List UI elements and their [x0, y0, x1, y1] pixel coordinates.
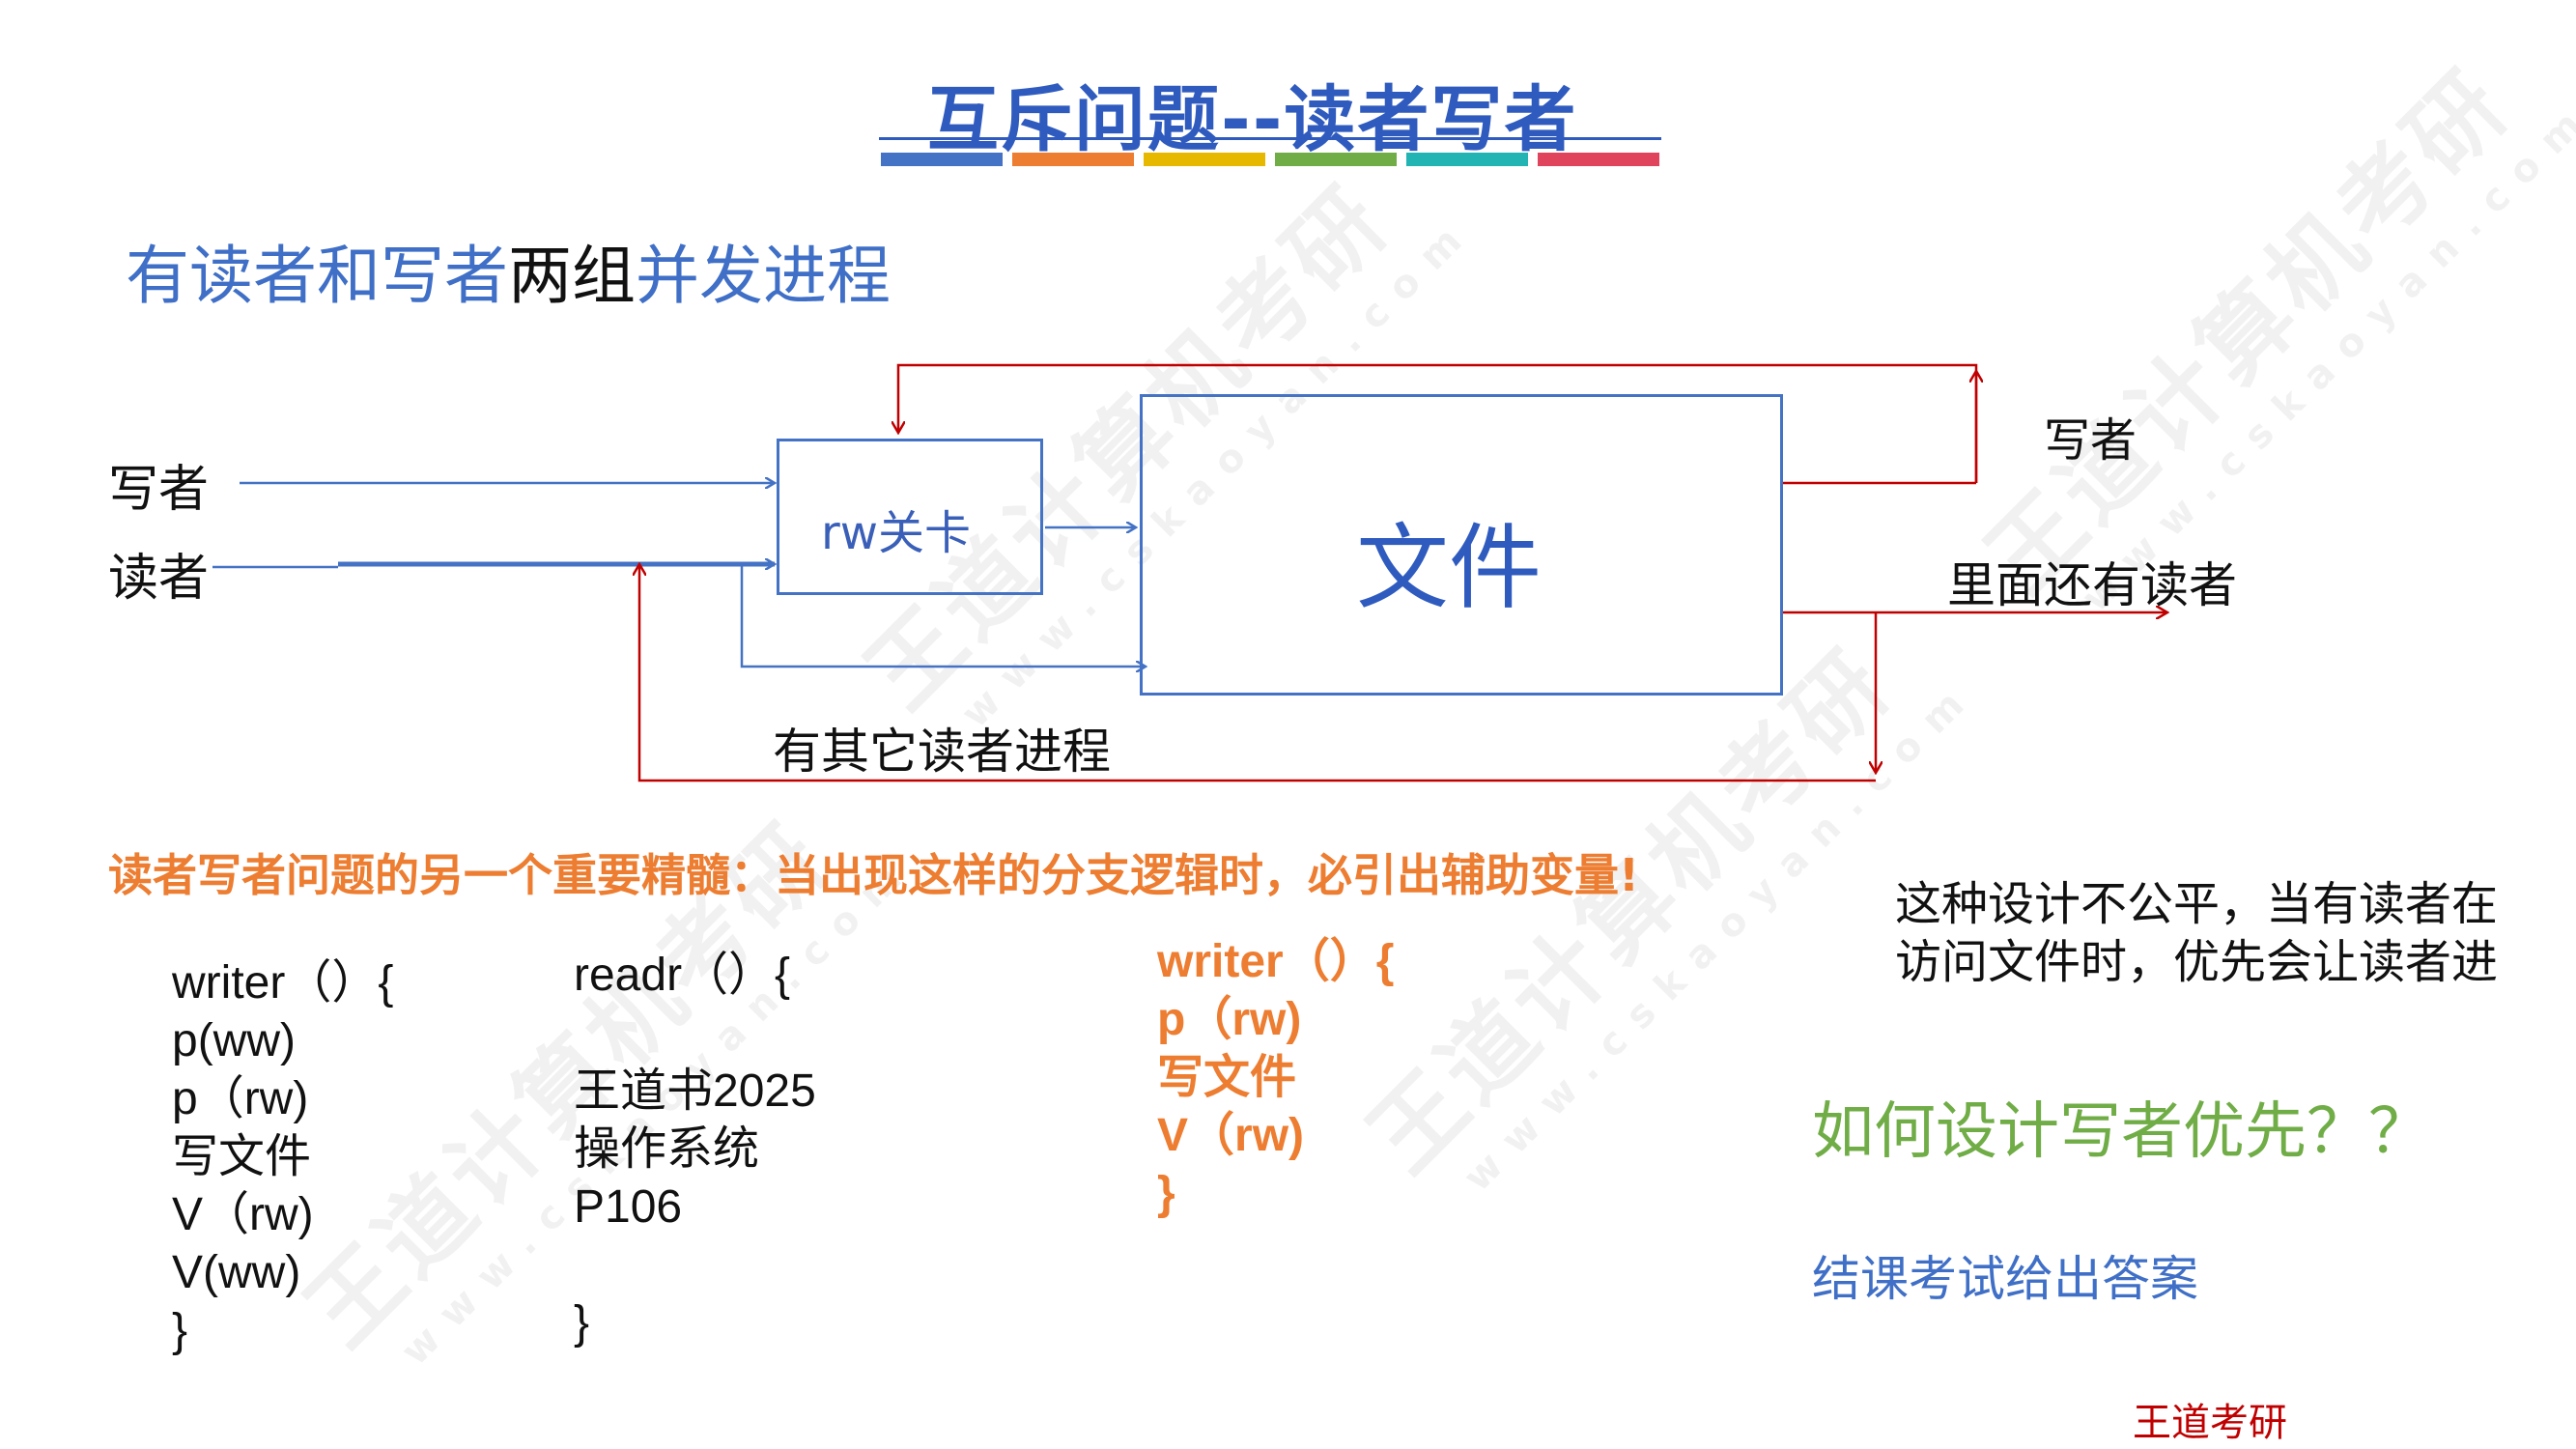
code-line: p(ww) — [172, 1015, 296, 1066]
code-line: 写文件 — [1157, 1052, 1297, 1103]
code-writer-simple: writer（）{ p（rw) 写文件 V（rw) } — [1157, 933, 1394, 1223]
subtitle-part1: 有读者和写者 — [126, 239, 508, 313]
footer-brand: 王道考研 — [2133, 1401, 2287, 1445]
fairness-note: 这种设计不公平，当有读者在 访问文件时，优先会让读者进 — [1895, 875, 2498, 991]
code-line: writer（）{ — [1157, 936, 1395, 987]
code-line: } — [172, 1305, 188, 1356]
reader-bypass-arrow — [740, 564, 1146, 667]
subtitle-part3: 并发进程 — [636, 239, 891, 313]
file-label: 文件 — [1356, 514, 1542, 622]
subtitle: 有读者和写者两组并发进程 — [126, 224, 891, 317]
code-reader: readr（）{ 王道书2025 操作系统 P106 } — [574, 947, 816, 1352]
writer-label: 写者 — [108, 461, 210, 519]
code-writer: writer（）{ p(ww) p（rw) 写文件 V（rw) V(ww) } — [172, 954, 393, 1360]
title-underline — [879, 137, 1661, 140]
rw-gate-box — [777, 439, 1043, 595]
code-line: p（rw) — [1157, 994, 1302, 1045]
answer-note: 结课考试给出答案 — [1812, 1251, 2198, 1307]
code-line: 写文件 — [172, 1131, 312, 1182]
color-bar — [1275, 153, 1397, 166]
code-line: } — [1157, 1168, 1175, 1219]
reader-loop-arrow — [639, 564, 1876, 782]
code-line: V（rw) — [172, 1189, 314, 1240]
color-bar — [1012, 153, 1134, 166]
file-box — [1140, 394, 1783, 696]
page-title: 互斥问题--读者写者 — [927, 78, 1578, 161]
subtitle-part2: 两组 — [508, 239, 636, 313]
code-line: V（rw) — [1157, 1110, 1305, 1161]
color-bar — [1538, 153, 1659, 166]
code-line: p（rw) — [172, 1073, 309, 1124]
code-line: P106 — [574, 1181, 683, 1233]
code-line: readr（）{ — [574, 950, 791, 1001]
color-bar — [1406, 153, 1528, 166]
code-line — [574, 1005, 816, 1063]
code-line: V(ww) — [172, 1247, 301, 1298]
writer-priority-question: 如何设计写者优先？？ — [1812, 1096, 2430, 1168]
key-point: 读者写者问题的另一个重要精髓：当出现这样的分支逻辑时，必引出辅助变量! — [108, 849, 1639, 901]
rw-gate-label: rw关卡 — [821, 506, 971, 560]
note-line: 这种设计不公平，当有读者在 — [1895, 877, 2499, 931]
color-bar — [1144, 153, 1265, 166]
right-writer-label: 写者 — [2044, 413, 2137, 468]
code-line — [574, 1236, 816, 1294]
code-line: writer（）{ — [172, 957, 394, 1009]
color-bar — [881, 153, 1003, 166]
reader-label: 读者 — [108, 550, 210, 608]
code-line: 王道书2025 — [574, 1065, 816, 1117]
code-line: } — [574, 1297, 590, 1349]
color-bars — [881, 153, 1659, 166]
other-readers-label: 有其它读者进程 — [773, 724, 1111, 780]
code-line: 操作系统 — [574, 1123, 760, 1175]
right-reader-label: 里面还有读者 — [1947, 557, 2237, 613]
note-line: 访问文件时，优先会让读者进 — [1895, 935, 2499, 989]
